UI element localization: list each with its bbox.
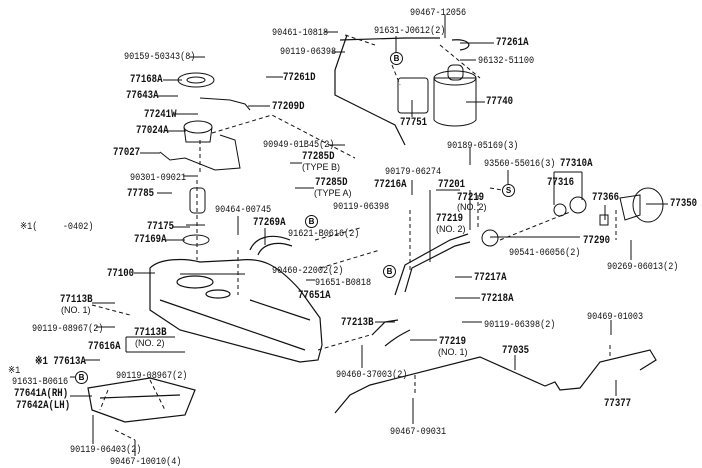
- fuel-pipes: [249, 34, 657, 414]
- part-label[interactable]: 77261A: [496, 37, 529, 49]
- part-label[interactable]: 77169A: [134, 234, 167, 246]
- fuel-pump-assembly: [159, 72, 251, 246]
- part-label[interactable]: 91651-B0818: [315, 278, 372, 289]
- part-label[interactable]: 90119-06398: [333, 202, 390, 213]
- part-label[interactable]: 90119-06398: [280, 47, 337, 58]
- part-label[interactable]: 90189-05169(3): [447, 141, 519, 152]
- part-label[interactable]: 77651A: [298, 290, 331, 302]
- part-label[interactable]: 90467-12056: [410, 8, 467, 19]
- part-label[interactable]: 77027: [113, 147, 141, 159]
- part-label[interactable]: 77213B: [341, 317, 374, 329]
- part-label[interactable]: 90460-37003(2): [336, 370, 408, 381]
- part-note: (TYPE A): [314, 188, 352, 198]
- part-note: (NO. 2): [457, 202, 487, 212]
- part-label[interactable]: 90159-50343(8): [124, 52, 196, 63]
- part-label[interactable]: 77785: [127, 188, 155, 200]
- part-label[interactable]: 90464-00745: [215, 205, 272, 216]
- part-label[interactable]: 90119-06398(2): [484, 320, 556, 331]
- part-label[interactable]: ※1 77613A: [35, 356, 86, 368]
- part-label[interactable]: 77350: [670, 198, 698, 210]
- footnote-mark: ※1: [8, 366, 21, 377]
- part-label[interactable]: 77024A: [136, 125, 169, 137]
- reference-marker-b: B: [383, 265, 396, 278]
- part-label[interactable]: 90119-08967(2): [116, 371, 188, 382]
- dashed-lines: [91, 34, 617, 441]
- part-label[interactable]: 77751: [400, 117, 428, 129]
- part-label[interactable]: 90460-22002(2): [272, 266, 344, 277]
- part-label[interactable]: 90467-09031: [390, 427, 447, 438]
- filler-cap-parts: [481, 187, 664, 247]
- part-label[interactable]: 77310A: [560, 158, 593, 170]
- part-label[interactable]: 90301-09021: [130, 173, 187, 184]
- fuel-tank: [149, 258, 323, 363]
- reference-marker-b: B: [390, 52, 403, 65]
- part-label[interactable]: 77285D: [302, 151, 335, 163]
- part-label[interactable]: 90461-10818: [272, 28, 329, 39]
- part-label[interactable]: 77201: [438, 179, 466, 191]
- reference-marker-b: B: [305, 215, 318, 228]
- part-label[interactable]: 91631-J0612(2): [374, 26, 446, 37]
- applicability-note: ※1( -0402): [20, 222, 94, 233]
- part-label[interactable]: 77316: [547, 177, 575, 189]
- part-label[interactable]: 77113B: [60, 294, 93, 306]
- part-label[interactable]: 96132-51100: [478, 56, 535, 67]
- part-note: (NO. 1): [438, 347, 468, 357]
- leader-lines: [70, 15, 668, 456]
- part-label[interactable]: 77216A: [374, 179, 407, 191]
- part-label[interactable]: 77241W: [144, 109, 177, 121]
- reference-marker-b: B: [75, 371, 88, 384]
- part-note: (NO. 1): [61, 305, 91, 315]
- part-label[interactable]: 77219: [436, 213, 464, 225]
- part-label[interactable]: 77035: [502, 345, 530, 357]
- part-label[interactable]: 77218A: [481, 293, 514, 305]
- part-label[interactable]: 90949-01B45(2): [263, 140, 335, 151]
- charcoal-canister: [397, 64, 477, 127]
- part-label[interactable]: 77366: [592, 192, 620, 204]
- part-label[interactable]: 93560-55016(3): [484, 159, 556, 170]
- part-label[interactable]: 77285D: [315, 177, 348, 189]
- part-label[interactable]: 90469-01003: [587, 312, 644, 323]
- protector-plate: [87, 377, 196, 423]
- part-note: (TYPE B): [302, 162, 341, 172]
- part-label[interactable]: 77269A: [253, 217, 286, 229]
- part-label[interactable]: 90269-06013(2): [607, 262, 679, 273]
- part-label[interactable]: 77113B: [134, 327, 167, 339]
- part-label[interactable]: 90119-08967(2): [32, 324, 104, 335]
- part-label[interactable]: 77740: [486, 96, 514, 108]
- part-label[interactable]: 77209D: [272, 101, 305, 113]
- part-label[interactable]: 77616A: [88, 341, 121, 353]
- part-label[interactable]: 77168A: [130, 74, 163, 86]
- part-label[interactable]: 91621-B0616(2): [288, 229, 360, 240]
- part-label[interactable]: 77219: [457, 192, 485, 204]
- part-note: (NO. 2): [135, 338, 165, 348]
- part-label[interactable]: 77642A(LH): [16, 400, 71, 412]
- part-label[interactable]: 77290: [583, 235, 611, 247]
- part-label[interactable]: 90541-06056(2): [509, 248, 581, 259]
- part-label[interactable]: 77261D: [283, 72, 316, 84]
- part-label[interactable]: 77377: [604, 398, 632, 410]
- part-label[interactable]: 91631-B0616: [12, 377, 69, 388]
- part-label[interactable]: 90119-06403(2): [70, 445, 142, 456]
- part-label[interactable]: 77641A(RH): [14, 388, 69, 400]
- part-label[interactable]: 77217A: [474, 272, 507, 284]
- reference-marker-s: S: [502, 184, 515, 197]
- part-label[interactable]: 77643A: [126, 90, 159, 102]
- part-label[interactable]: 77219: [439, 336, 467, 348]
- part-note: (NO. 2): [436, 224, 466, 234]
- part-label[interactable]: 90467-10010(4): [110, 457, 182, 468]
- part-label[interactable]: 90179-06274: [385, 167, 442, 178]
- part-label[interactable]: 77175: [147, 221, 175, 233]
- part-label[interactable]: 77100: [107, 268, 135, 280]
